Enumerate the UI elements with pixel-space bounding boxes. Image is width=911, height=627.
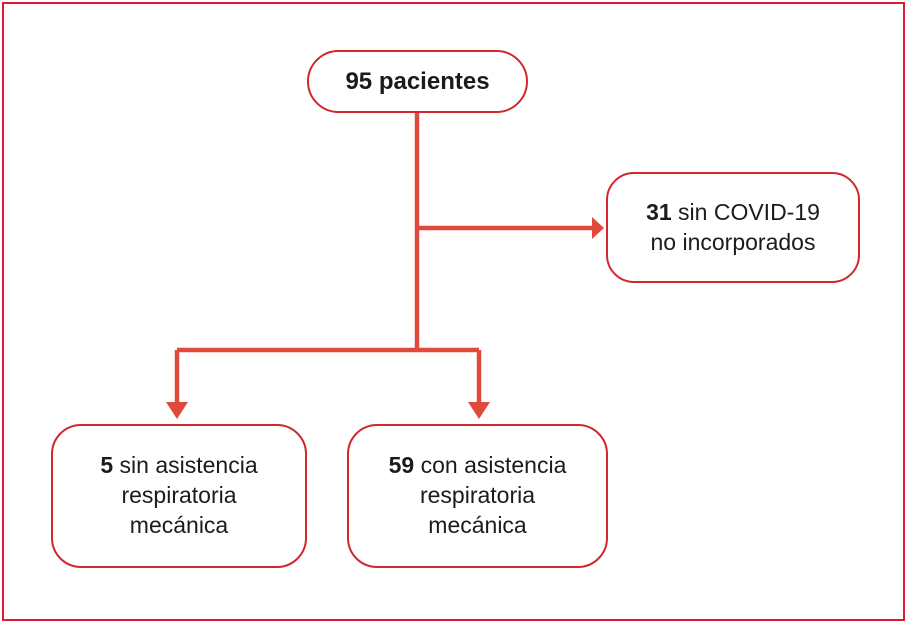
node-no-ventilation[interactable]: 5 sin asistencia respiratoria mecánica <box>51 424 307 568</box>
node-no-ventilation-line2: respiratoria <box>121 482 237 509</box>
node-no-ventilation-line3: mecánica <box>129 511 229 538</box>
node-ventilation-count: 59 <box>388 452 415 479</box>
node-ventilation-line3: mecánica <box>428 511 527 538</box>
node-no-ventilation-line1-rest: sin asistencia <box>113 452 258 479</box>
node-ventilation-label: 59 con asistencia respiratoria mecánica <box>349 451 606 541</box>
node-total-patients[interactable]: 95 pacientes <box>307 50 528 113</box>
arrowhead-down-right <box>468 402 490 419</box>
arrowhead-down-left <box>166 402 188 419</box>
node-excluded-line2: no incorporados <box>650 228 816 255</box>
node-excluded-line1-rest: sin COVID-19 <box>671 198 820 225</box>
node-excluded-patients[interactable]: 31 sin COVID-19 no incorporados <box>606 172 860 283</box>
node-ventilation-line2: respiratoria <box>419 482 536 509</box>
node-no-ventilation-label: 5 sin asistencia respiratoria mecánica <box>53 451 305 541</box>
node-no-ventilation-count: 5 <box>100 452 114 479</box>
node-total-label: 95 pacientes <box>345 67 490 95</box>
node-ventilation[interactable]: 59 con asistencia respiratoria mecánica <box>347 424 608 568</box>
node-excluded-count: 31 <box>646 198 672 225</box>
node-excluded-label: 31 sin COVID-19 no incorporados <box>608 198 858 258</box>
node-ventilation-line1-rest: con asistencia <box>414 452 567 479</box>
arrowhead-right <box>592 217 604 239</box>
